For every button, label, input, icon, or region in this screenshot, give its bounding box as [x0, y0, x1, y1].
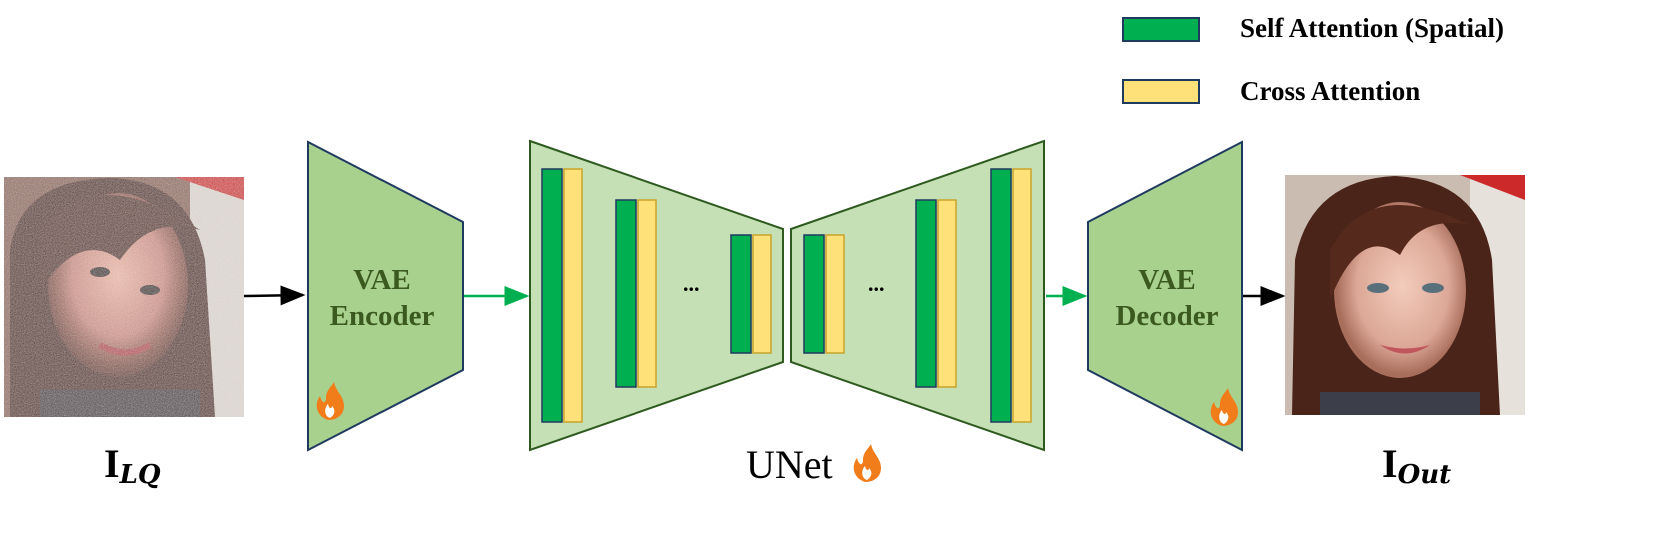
self-attention-bar — [990, 168, 1012, 423]
cross-attention-bar — [752, 234, 772, 354]
vae-encoder-label-line2: Encoder — [329, 300, 435, 332]
cross-attention-bar — [825, 234, 845, 354]
legend-self-attention-label: Self Attention (Spatial) — [1240, 13, 1505, 43]
vae-encoder-label-line1: VAE — [353, 264, 411, 296]
legend-cross-attention-swatch — [1122, 79, 1200, 104]
self-attention-bar — [541, 168, 563, 423]
self-attention-bar — [615, 199, 637, 388]
cross-attention-bar — [1012, 168, 1032, 423]
input-label-base: I — [104, 441, 120, 486]
vae-encoder-block — [307, 140, 464, 452]
flame-icon — [316, 382, 344, 420]
legend-cross-attention-label: Cross Attention — [1240, 76, 1421, 106]
vae-decoder-label-line1: VAE — [1138, 264, 1196, 296]
self-attention-bar — [730, 234, 752, 354]
output-label: IOut — [1382, 440, 1451, 490]
vae-decoder-block — [1087, 140, 1243, 452]
unet-down-attention-bars — [541, 168, 772, 423]
flame-icon — [853, 444, 881, 482]
vae-encoder-label: VAE Encoder — [312, 262, 452, 334]
unet-down-ellipsis: ... — [683, 271, 700, 296]
self-attention-bar — [803, 234, 825, 354]
arrow-input-to-encoder — [243, 285, 306, 306]
unet-up-ellipsis: ... — [868, 271, 885, 296]
vae-decoder-label-line2: Decoder — [1115, 300, 1219, 332]
input-label: ILQ — [104, 440, 161, 490]
flame-icon — [1210, 388, 1238, 426]
output-label-base: I — [1382, 441, 1398, 486]
output-image — [1285, 175, 1525, 415]
unet-up-attention-bars — [803, 168, 1032, 423]
cross-attention-bar — [563, 168, 583, 423]
cross-attention-bar — [637, 199, 657, 388]
vae-decoder-label: VAE Decoder — [1097, 262, 1237, 334]
input-label-sub: LQ — [119, 460, 161, 490]
input-lq-image — [4, 177, 244, 417]
cross-attention-bar — [937, 199, 957, 388]
self-attention-bar — [915, 199, 937, 388]
output-label-sub: Out — [1397, 460, 1452, 490]
unet-label: UNet — [746, 442, 833, 487]
legend-self-attention-swatch — [1122, 17, 1200, 42]
